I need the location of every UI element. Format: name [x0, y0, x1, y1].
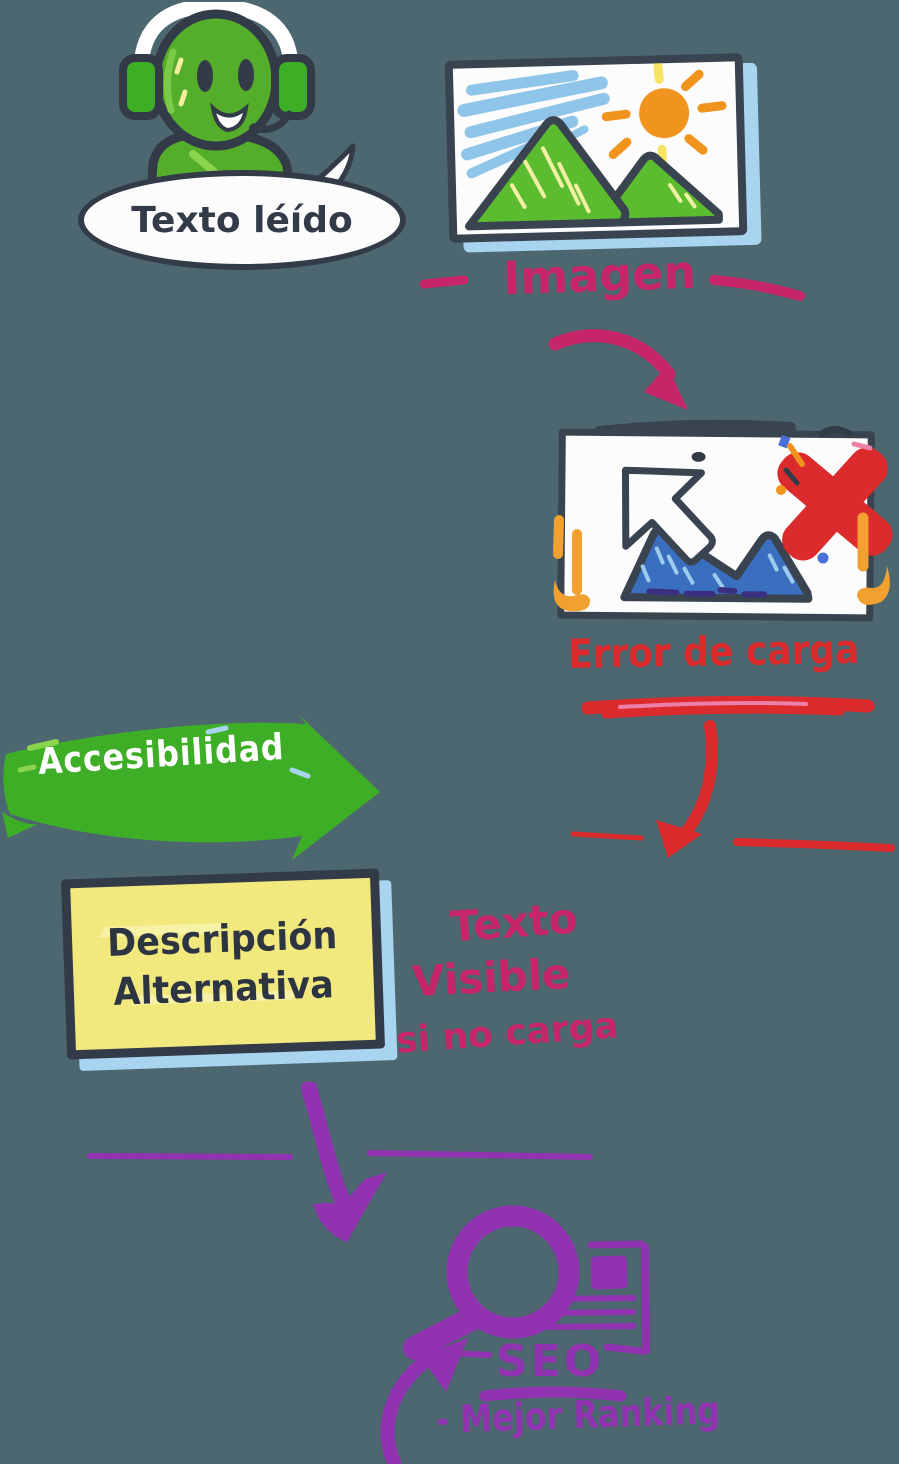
broken-image-card	[557, 428, 875, 622]
alt-note-line1: Descripción	[106, 913, 338, 966]
seo-magnifier-icon	[403, 1205, 650, 1402]
error-underline	[581, 695, 875, 719]
imagen-label-dashes	[419, 275, 805, 301]
red-dashes	[570, 831, 895, 852]
arrow-note-to-seo-icon	[301, 1082, 387, 1242]
orange-accent-left	[553, 515, 591, 612]
seo-label: SEO	[495, 1336, 605, 1387]
ranking-label: - Mejor Ranking	[435, 1388, 721, 1442]
image-thumbnail-card	[444, 53, 748, 243]
error-label: Error de carga	[567, 626, 860, 678]
arrow-error-down-icon	[656, 720, 718, 858]
visible-text-line3: si no carga	[394, 1005, 620, 1062]
alt-description-note: Descripción Alternativa	[60, 868, 386, 1060]
visible-text-line1: Texto	[448, 893, 580, 952]
broken-image-icon	[620, 451, 813, 603]
purple-divider-line	[87, 1150, 593, 1160]
screen-reader-character-icon	[119, 2, 315, 195]
arrow-image-to-error-icon	[548, 329, 688, 410]
speech-bubble: Texto léído	[78, 170, 406, 270]
arrow-ranking-up-icon	[380, 1338, 468, 1464]
accessibility-arrow-banner	[2, 714, 380, 860]
alt-note-line2: Alternativa	[112, 962, 335, 1014]
sun-icon	[639, 88, 690, 139]
orange-accent-right	[857, 512, 890, 605]
speech-bubble-text: Texto léído	[131, 199, 353, 241]
visible-text-line2: Visible	[410, 948, 572, 1007]
image-landscape-icon	[457, 60, 727, 231]
